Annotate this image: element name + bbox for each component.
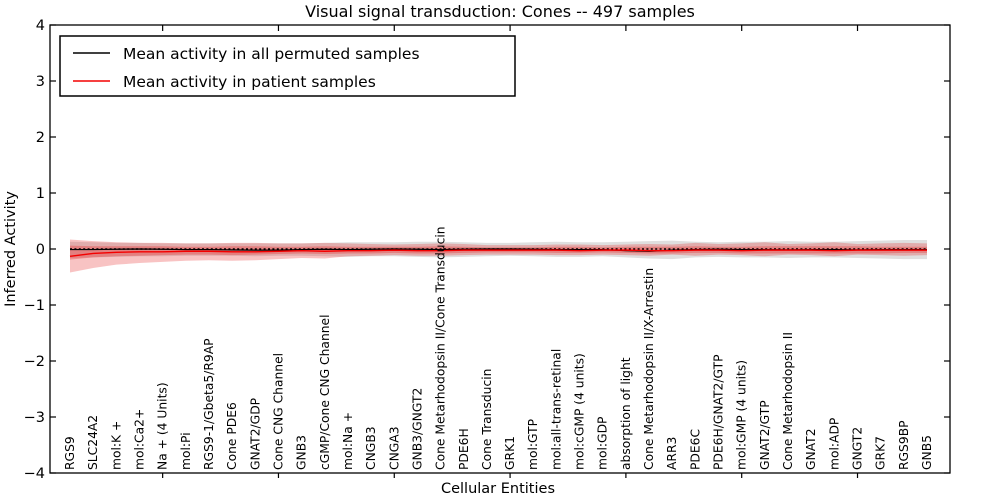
x-category-label: absorption of light	[619, 357, 633, 470]
x-category-label: mol:K +	[109, 421, 123, 470]
x-category-label: PDE6H	[457, 428, 471, 470]
x-category-label: RGS9BP	[897, 420, 911, 470]
x-category-label: RGS9	[63, 436, 77, 470]
y-tick-label: −4	[24, 466, 45, 482]
legend-box	[59, 35, 516, 97]
chart-title: Visual signal transduction: Cones -- 497…	[305, 2, 695, 21]
x-category-label: CNGB3	[364, 426, 378, 470]
x-category-label: GNAT2/GDP	[248, 398, 262, 470]
x-category-label: GNB3	[295, 435, 309, 470]
x-category-label: GRK7	[874, 436, 888, 470]
y-tick-label: −3	[24, 410, 45, 426]
series-line-patient-mean	[69, 249, 927, 257]
x-category-label: mol:GMP (4 units)	[735, 360, 749, 470]
legend-label-patient: Mean activity in patient samples	[123, 73, 376, 91]
x-category-label: GNB3/GNGT2	[410, 388, 424, 470]
x-category-label: mol:Ca2+	[132, 409, 146, 470]
x-category-label: mol:GDP	[596, 417, 610, 470]
x-category-label: Cone Metarhodopsin II/Cone Transducin	[434, 226, 448, 470]
x-category-label: Cone Metarhodopsin II/X-Arrestin	[642, 268, 656, 470]
y-tick-label: 4	[36, 18, 45, 34]
x-category-label: ARR3	[665, 437, 679, 470]
y-tick-label: −2	[24, 354, 45, 370]
x-category-label: GRK1	[503, 436, 517, 470]
x-axis-label: Cellular Entities	[441, 481, 555, 497]
plot-layer: RGS9 SLC24A2 mol:K + mol:Ca2+ Na + (4 Units)…	[24, 18, 950, 482]
x-category-label: GNAT2	[804, 428, 818, 470]
band-patient-spread-outer	[70, 239, 927, 273]
x-category-label: SLC24A2	[86, 415, 100, 470]
x-category-label: Cone PDE6	[225, 402, 239, 470]
y-tick-label: 2	[36, 130, 45, 146]
x-category-label: PDE6C	[688, 429, 702, 470]
y-axis-label: Inferred Activity	[3, 191, 19, 307]
x-category-label: mol:Pi	[179, 432, 193, 470]
y-tick-label: −1	[24, 298, 45, 314]
legend-label-permuted: Mean activity in all permuted samples	[123, 45, 420, 63]
x-category-label: Cone Transducin	[480, 369, 494, 470]
axes-frame	[49, 24, 951, 474]
x-category-label: RGS9-1/Gbeta5/R9AP	[202, 338, 216, 470]
y-tick-label: 1	[36, 186, 45, 202]
y-tick-label: 0	[36, 242, 45, 258]
x-category-label: cGMP/Cone CNG Channel	[318, 314, 332, 470]
x-category-label: mol:GTP	[526, 419, 540, 470]
x-category-label: mol:cGMP (4 units)	[573, 353, 587, 470]
x-category-label: GNGT2	[851, 427, 865, 470]
x-category-label: Cone Metarhodopsin II	[781, 332, 795, 470]
x-category-label: PDE6H/GNAT2/GTP	[712, 354, 726, 470]
x-category-label: Cone CNG Channel	[271, 353, 285, 470]
legend: Mean activity in all permuted samples Me…	[59, 35, 516, 97]
x-category-label: CNGA3	[387, 426, 401, 470]
x-category-label: mol:ADP	[827, 418, 841, 470]
y-tick-label: 3	[36, 74, 45, 90]
x-category-label: mol:all-trans-retinal	[549, 349, 563, 470]
x-category-label: Na + (4 Units)	[156, 382, 170, 470]
x-category-label: GNB5	[920, 435, 934, 470]
x-category-label: GNAT2/GTP	[758, 400, 772, 470]
x-category-label: mol:Na +	[341, 412, 355, 470]
